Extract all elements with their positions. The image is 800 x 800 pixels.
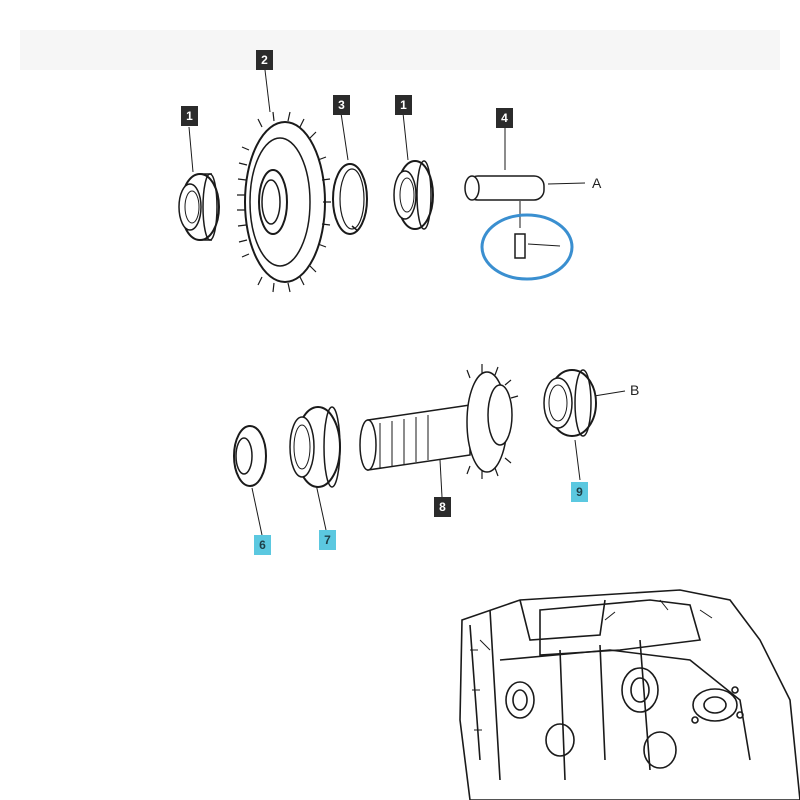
leader-lines-top bbox=[188, 69, 586, 247]
pin-shaft bbox=[464, 175, 545, 201]
callout-bearing-middle: 7 bbox=[319, 530, 336, 550]
callout-bearing-top-left: 1 bbox=[181, 106, 198, 126]
gear-top bbox=[237, 111, 331, 293]
callout-seal: 6 bbox=[254, 535, 271, 555]
bearing-middle bbox=[289, 406, 341, 488]
label-b: B bbox=[630, 382, 640, 398]
bearing-right-mid bbox=[543, 369, 597, 437]
snap-ring bbox=[332, 163, 368, 235]
callout-snap-ring: 3 bbox=[333, 95, 350, 115]
transmission-housing bbox=[459, 589, 800, 800]
callout-pin-shaft: 4 bbox=[496, 108, 513, 128]
callout-gear: 2 bbox=[256, 50, 273, 70]
callout-bearing-top-right: 1 bbox=[395, 95, 412, 115]
seal bbox=[233, 425, 267, 487]
bearing-left-top bbox=[178, 173, 220, 241]
pinion-shaft bbox=[359, 364, 519, 479]
callout-bearing-right: 9 bbox=[571, 482, 588, 502]
label-a: A bbox=[592, 175, 602, 191]
bearing-right-top bbox=[393, 160, 434, 230]
highlight-circle bbox=[480, 213, 574, 281]
faded-header-artifact bbox=[20, 30, 780, 70]
callout-pinion-shaft: 8 bbox=[434, 497, 451, 517]
dowel-pin bbox=[514, 233, 526, 259]
